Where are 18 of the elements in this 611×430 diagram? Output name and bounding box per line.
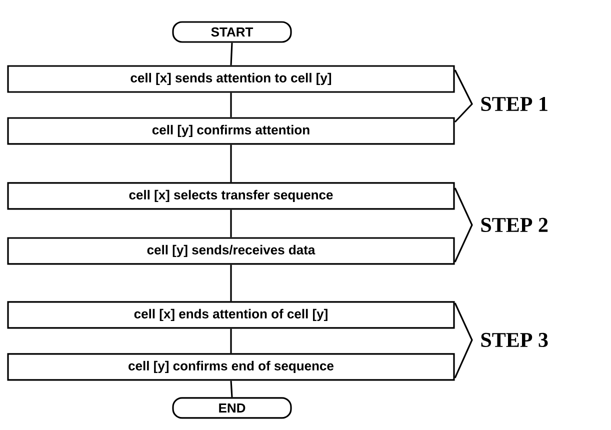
connector-line (230, 210, 232, 238)
connector-line (230, 264, 232, 302)
step-label: STEP 1 (481, 96, 548, 112)
connector-line (230, 92, 232, 118)
step-label: STEP 2 (481, 218, 548, 232)
terminal-box: START (172, 21, 292, 43)
connector-line (230, 42, 233, 66)
process-box: cell [y] sends/receives data (7, 237, 455, 265)
process-box: cell [x] sends attention to cell [y] (7, 65, 455, 93)
step-label: STEP 3 (481, 332, 548, 348)
connector-line (230, 328, 232, 354)
connector-line (230, 380, 233, 398)
connector-line (230, 144, 232, 182)
process-box: cell [x] ends attention of cell [y] (7, 301, 455, 329)
process-box: cell [x] selects transfer sequence (7, 182, 455, 210)
process-box: cell [y] confirms attention (7, 117, 455, 145)
terminal-box: END (172, 397, 292, 419)
process-box: cell [y] confirms end of sequence (7, 353, 455, 381)
